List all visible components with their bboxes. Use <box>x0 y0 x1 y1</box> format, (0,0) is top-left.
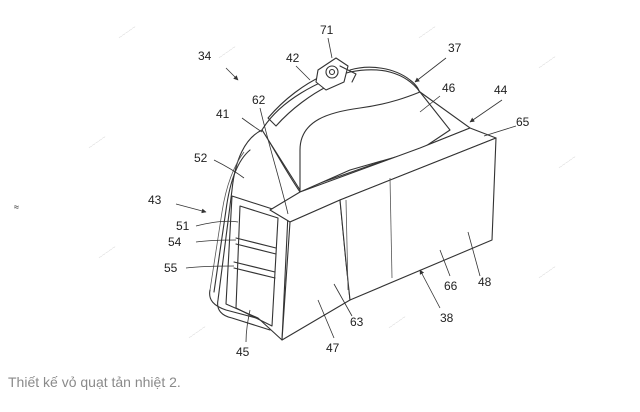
svg-text:~~~~~: ~~~~~ <box>187 324 208 341</box>
label-54: 54 <box>168 235 182 249</box>
label-52: 52 <box>194 151 208 165</box>
svg-text:~~~~~: ~~~~~ <box>217 44 238 61</box>
flange-41 <box>213 149 251 293</box>
duct-fold-line-2 <box>345 199 349 291</box>
label-43: 43 <box>148 193 162 207</box>
label-44: 44 <box>494 83 508 97</box>
reference-numerals: 71 34 42 37 46 44 62 65 41 52 43 51 54 5… <box>148 23 530 359</box>
flange-rib <box>209 151 245 291</box>
label-65: 65 <box>516 115 530 129</box>
leader-lines <box>175 37 517 343</box>
side-mark: ≈ <box>14 202 19 212</box>
label-42: 42 <box>286 51 300 65</box>
label-46: 46 <box>442 81 456 95</box>
svg-text:~~~~~: ~~~~~ <box>117 24 138 41</box>
dome-46 <box>299 91 451 193</box>
slat-54 <box>235 237 277 249</box>
svg-text:~~~~~: ~~~~~ <box>97 244 118 261</box>
slat-55 <box>233 261 276 273</box>
flange-45 <box>209 289 257 319</box>
svg-text:~~~~~: ~~~~~ <box>87 134 108 151</box>
label-48: 48 <box>478 275 492 289</box>
figure-caption: Thiết kế vỏ quạt tản nhiệt 2. <box>8 374 181 390</box>
label-63: 63 <box>350 315 364 329</box>
slat-lower <box>233 267 276 279</box>
label-45: 45 <box>236 345 250 359</box>
label-71: 71 <box>320 23 334 37</box>
bolt-71 <box>315 57 357 91</box>
svg-text:~~~~~: ~~~~~ <box>537 264 558 281</box>
svg-text:~~~~~: ~~~~~ <box>417 24 438 41</box>
label-51: 51 <box>176 219 190 233</box>
label-47: 47 <box>326 341 340 355</box>
label-55: 55 <box>164 261 178 275</box>
label-38: 38 <box>440 311 454 325</box>
duct-front-face <box>281 199 351 341</box>
svg-text:~~~~~: ~~~~~ <box>537 54 558 71</box>
svg-text:~~~~~: ~~~~~ <box>387 314 408 331</box>
front-inner-frame <box>235 205 279 327</box>
label-41: 41 <box>216 107 230 121</box>
label-37: 37 <box>448 41 462 55</box>
slat-upper <box>235 243 277 255</box>
fan-housing-patent-drawing: ~~~~~ ~~~~~ ~~~~~ ~~~~~ ~~~~~ ~~~~~ ~~~~… <box>14 23 578 359</box>
label-66: 66 <box>444 279 458 293</box>
svg-text:~~~~~: ~~~~~ <box>557 154 578 171</box>
label-34: 34 <box>198 49 212 63</box>
duct-fold-line <box>389 177 393 279</box>
label-62: 62 <box>252 93 266 107</box>
